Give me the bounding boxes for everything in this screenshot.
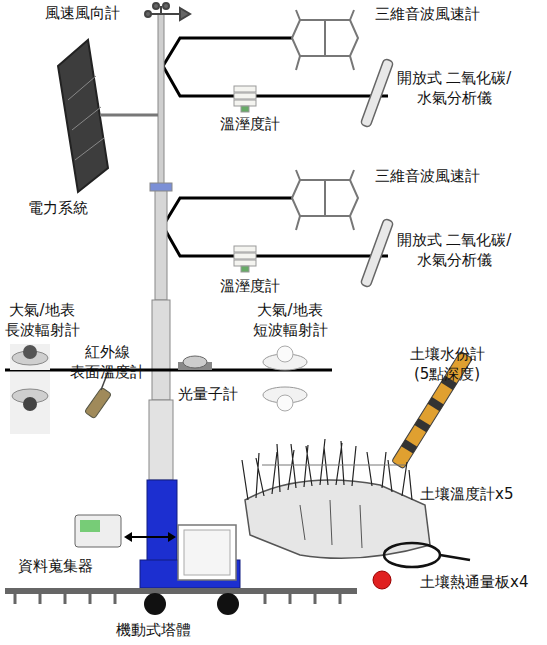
instrument-label: 光量子計 <box>178 384 238 404</box>
instrument-label: 土壤熱通量板x4 <box>420 572 528 592</box>
longwave-radiometer <box>10 344 50 434</box>
instrument-label: 溫溼度計 <box>220 276 280 296</box>
instrument-arm <box>163 38 388 256</box>
instrument-label: 溫溼度計 <box>220 114 280 134</box>
solar-panel <box>58 40 158 192</box>
data-logger <box>75 515 236 580</box>
tower-base <box>5 588 357 615</box>
sensor-cable <box>384 543 440 567</box>
instrument-label: 土壤溫度計x5 <box>420 484 513 504</box>
wind-vane <box>145 3 190 20</box>
mast <box>140 14 240 588</box>
sensor-cable <box>440 555 470 560</box>
instrument-label: 土壤水份計 (5點深度) <box>405 344 489 384</box>
instrument-label: 大氣/地表 長波輻射計 <box>2 300 82 340</box>
instrument-label: 機動式塔體 <box>116 620 191 640</box>
instrument-label: 電力系統 <box>28 198 88 218</box>
instrument-label: 三維音波風速計 <box>375 166 480 186</box>
radiation-shield <box>234 86 256 272</box>
shortwave-radiometer <box>263 346 307 411</box>
heat-flux-plate <box>373 571 391 589</box>
ir-thermometer <box>84 387 111 418</box>
instrument-label: 風速風向計 <box>45 3 120 23</box>
instrument-label: 紅外線 表面溫度計 <box>66 342 148 382</box>
instrument-label: 開放式 二氧化碳/水氣分析儀 <box>380 68 528 108</box>
instrument-label: 資料蒐集器 <box>18 556 93 576</box>
soil-profile <box>242 439 430 558</box>
instrument-label: 三維音波風速計 <box>375 4 480 24</box>
quantum-sensor <box>178 356 212 370</box>
sonic-anemometer <box>292 10 358 230</box>
instrument-label: 開放式 二氧化碳/水氣分析儀 <box>380 230 528 270</box>
instrument-label: 大氣/地表 短波輻射計 <box>248 300 332 340</box>
